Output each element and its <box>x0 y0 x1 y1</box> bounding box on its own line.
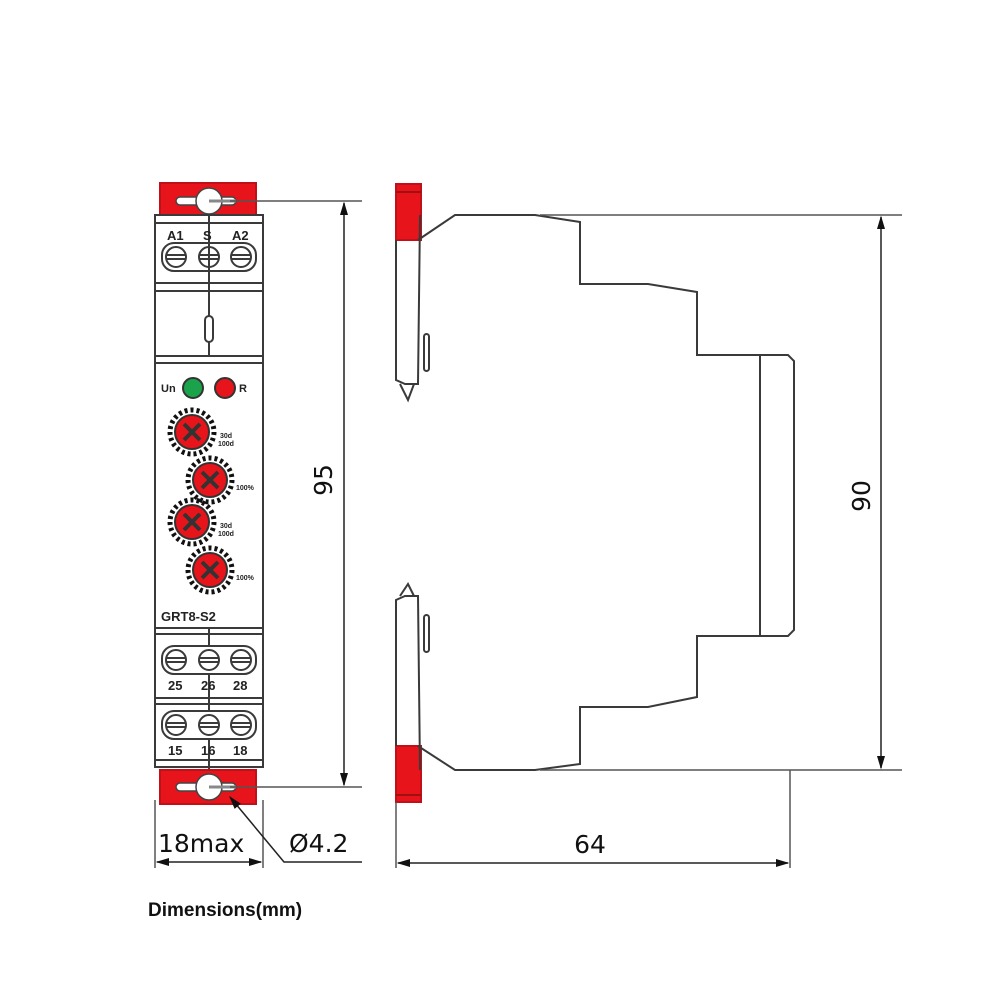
relay-led-label: R <box>239 383 247 395</box>
height-90-label: 90 <box>847 480 876 512</box>
top-terminal-screws <box>161 242 257 272</box>
height-95-label: 95 <box>309 464 338 496</box>
svg-text:30d: 30d <box>220 433 232 440</box>
depth-64-label: 64 <box>574 830 606 859</box>
dial-3 <box>167 497 217 547</box>
power-led-label: Un <box>161 383 176 395</box>
terminal-label-s: S <box>203 228 212 243</box>
side-bottom-clip <box>395 745 422 803</box>
dial-1 <box>167 407 217 457</box>
hole-diameter-label: Ø4.2 <box>289 829 348 858</box>
svg-text:15: 15 <box>168 743 182 758</box>
svg-text:30d: 30d <box>220 523 232 530</box>
side-view <box>395 183 795 803</box>
svg-text:100d: 100d <box>218 441 234 448</box>
terminal-label-a2: A2 <box>232 228 249 243</box>
svg-text:25: 25 <box>168 678 182 693</box>
power-led <box>182 377 204 399</box>
svg-text:16: 16 <box>201 743 215 758</box>
bottom-terminal-screws-row1 <box>161 645 257 675</box>
side-dimension-lines <box>395 214 902 868</box>
bottom-terminal-screws-row2 <box>161 710 257 740</box>
front-dimension-lines <box>154 200 362 868</box>
dial-2 <box>185 455 235 505</box>
svg-text:100%: 100% <box>236 485 255 492</box>
svg-text:18: 18 <box>233 743 247 758</box>
svg-text:100d: 100d <box>218 531 234 538</box>
svg-text:100%: 100% <box>236 575 255 582</box>
caption: Dimensions(mm) <box>148 900 303 921</box>
svg-text:26: 26 <box>201 678 215 693</box>
front-view-labels: A1 S A2 Un R 30d 100d 100% 30d 100d 100%… <box>161 228 255 758</box>
model-label: GRT8-S2 <box>161 609 216 624</box>
width-label: 18max <box>158 829 244 858</box>
terminal-label-a1: A1 <box>167 228 184 243</box>
front-view <box>154 182 264 805</box>
svg-text:28: 28 <box>233 678 247 693</box>
dial-4 <box>185 545 235 595</box>
relay-led <box>214 377 236 399</box>
side-top-clip <box>395 183 422 241</box>
